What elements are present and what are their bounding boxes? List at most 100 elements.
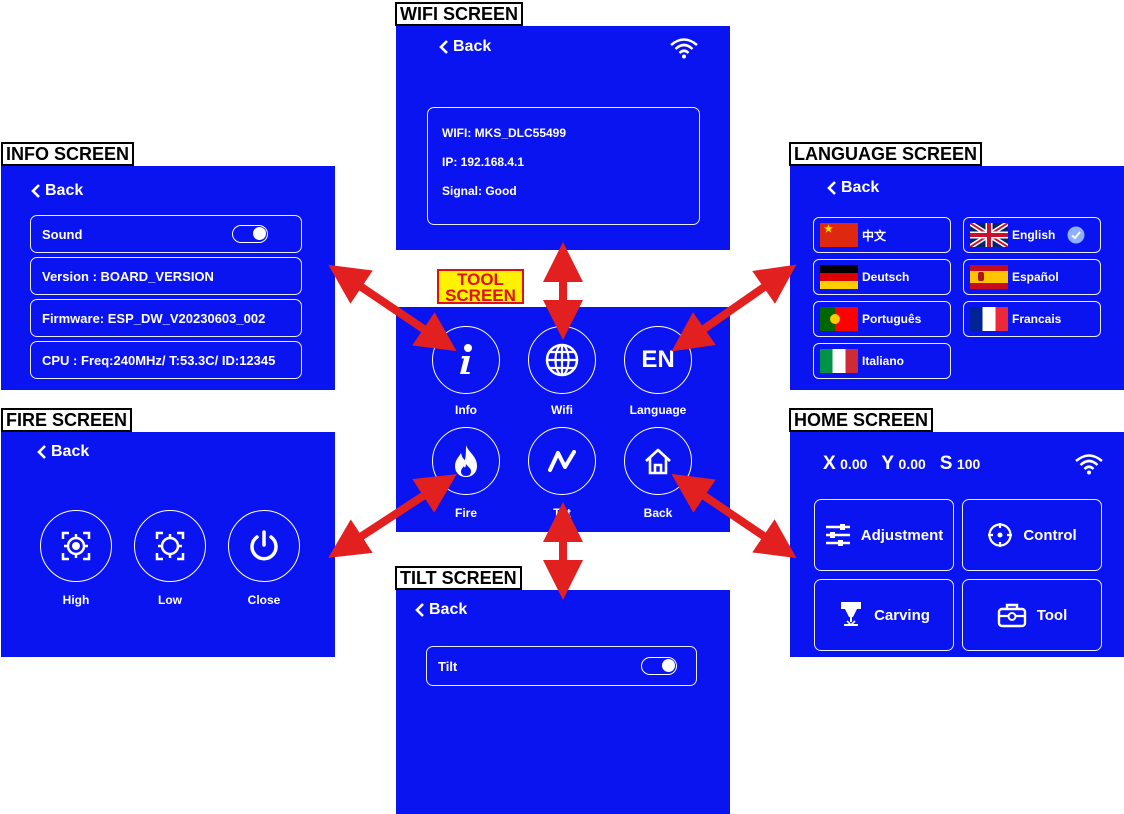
adjustment-button[interactable]: Adjustment xyxy=(814,499,954,571)
close-caption: Close xyxy=(247,593,281,607)
tilt-row: Tilt xyxy=(426,646,697,686)
tilt-screen: Back Tilt xyxy=(396,590,730,814)
china-flag-icon: ★ xyxy=(820,223,858,247)
wifi-info-box: WIFI: MKS_DLC55499 IP: 192.168.4.1 Signa… xyxy=(427,107,700,225)
cpu-text: CPU : Freq:240MHz/ T:53.3C/ ID:12345 xyxy=(42,352,276,368)
fire-button[interactable] xyxy=(432,427,500,495)
coordinates-readout: X 0.00 Y 0.00 S 100 xyxy=(823,453,980,475)
high-power-icon xyxy=(61,531,91,561)
firmware-row: Firmware: ESP_DW_V20230603_002 xyxy=(30,299,302,337)
wifi-screen-label: WIFI SCREEN xyxy=(395,2,524,26)
x-label: X xyxy=(823,453,836,474)
sliders-icon xyxy=(825,524,850,546)
arrow-to-language xyxy=(671,264,797,352)
low-button[interactable] xyxy=(134,510,206,582)
language-option-chinese[interactable]: ★ 中文 xyxy=(813,217,951,253)
back-button[interactable]: Back xyxy=(826,179,879,197)
germany-flag-icon xyxy=(820,265,858,289)
control-label: Control xyxy=(1023,526,1077,544)
wifi-signal: Signal: Good xyxy=(442,184,517,198)
home-screen: X 0.00 Y 0.00 S 100 Adjustment Control xyxy=(790,432,1124,657)
wifi-ssid: WIFI: MKS_DLC55499 xyxy=(442,126,567,140)
version-row: Version : BOARD_VERSION xyxy=(30,257,302,295)
portugal-flag-icon xyxy=(820,307,858,331)
language-screen-label: LANGUAGE SCREEN xyxy=(789,142,983,166)
back-button[interactable]: Back xyxy=(414,601,467,619)
language-label: Italiano xyxy=(862,354,905,368)
sound-label: Sound xyxy=(42,226,83,242)
tilt-toggle[interactable] xyxy=(641,657,677,675)
s-value: 100 xyxy=(956,456,981,472)
high-button[interactable] xyxy=(40,510,112,582)
language-caption: Language xyxy=(629,403,687,417)
high-caption: High xyxy=(62,593,90,607)
back-label: Back xyxy=(45,182,84,199)
back-label: Back xyxy=(841,179,880,196)
language-option-italiano[interactable]: Italiano xyxy=(813,343,951,379)
uk-flag-icon xyxy=(970,223,1008,247)
toolbox-icon xyxy=(997,603,1026,628)
fire-caption: Fire xyxy=(454,506,477,520)
power-icon xyxy=(250,530,278,561)
back-label: Back xyxy=(429,601,468,618)
globe-icon xyxy=(545,343,579,377)
flame-icon xyxy=(455,445,477,477)
home-screen-label: HOME SCREEN xyxy=(789,408,934,432)
carving-button[interactable]: Carving xyxy=(814,579,954,651)
wifi-ip: IP: 192.168.4.1 xyxy=(442,155,525,169)
language-option-espanol[interactable]: Español xyxy=(963,259,1101,295)
home-button[interactable] xyxy=(624,427,692,495)
wifi-icon xyxy=(670,38,698,59)
language-option-english[interactable]: English xyxy=(963,217,1101,253)
x-value: 0.00 xyxy=(840,456,868,472)
low-power-icon xyxy=(155,531,185,561)
tilt-icon xyxy=(548,450,576,472)
back-button[interactable]: Back xyxy=(438,38,491,56)
tool-button[interactable]: Tool xyxy=(962,579,1102,651)
control-button[interactable]: Control xyxy=(962,499,1102,571)
language-label: Deutsch xyxy=(862,270,910,284)
back-label: Back xyxy=(453,38,492,55)
language-option-portugues[interactable]: Português xyxy=(813,301,951,337)
france-flag-icon xyxy=(970,307,1008,331)
arrow-to-fire xyxy=(328,474,457,558)
y-value: 0.00 xyxy=(898,456,926,472)
tilt-button[interactable] xyxy=(528,427,596,495)
chevron-left-icon xyxy=(37,445,46,459)
spain-flag-icon xyxy=(970,265,1008,289)
x-coordinate: X 0.00 xyxy=(823,453,867,475)
laser-head-icon xyxy=(841,602,862,627)
info-button[interactable] xyxy=(432,326,500,394)
language-label: English xyxy=(1012,228,1056,242)
version-text: Version : BOARD_VERSION xyxy=(42,268,214,284)
language-label: Francais xyxy=(1012,312,1062,326)
sound-toggle[interactable] xyxy=(232,225,268,243)
cpu-row: CPU : Freq:240MHz/ T:53.3C/ ID:12345 xyxy=(30,341,302,379)
tool-label: Tool xyxy=(1036,606,1068,624)
y-label: Y xyxy=(881,453,895,474)
firmware-text: Firmware: ESP_DW_V20230603_002 xyxy=(42,310,266,326)
check-icon xyxy=(1067,226,1085,244)
arrow-to-info xyxy=(328,264,457,352)
s-label: S xyxy=(939,453,953,474)
fire-screen-label: FIRE SCREEN xyxy=(1,408,133,432)
italy-flag-icon xyxy=(820,349,858,373)
wifi-caption: Wifi xyxy=(551,403,573,417)
back-button[interactable]: Back xyxy=(30,182,83,200)
sound-row: Sound xyxy=(30,215,302,253)
wifi-screen: Back WIFI: MKS_DLC55499 IP: 192.168.4.1 … xyxy=(396,26,730,250)
language-button[interactable]: EN xyxy=(624,326,692,394)
language-option-deutsch[interactable]: Deutsch xyxy=(813,259,951,295)
wifi-icon xyxy=(1075,454,1103,475)
back-button[interactable]: Back xyxy=(36,443,89,461)
close-button[interactable] xyxy=(228,510,300,582)
language-label: Português xyxy=(862,312,922,326)
chevron-left-icon xyxy=(415,603,424,617)
tilt-label: Tilt xyxy=(438,658,458,674)
tilt-screen-label: TILT SCREEN xyxy=(395,566,522,590)
chevron-left-icon xyxy=(827,181,836,195)
language-option-francais[interactable]: Francais xyxy=(963,301,1101,337)
info-screen-label: INFO SCREEN xyxy=(1,142,135,166)
language-label: Español xyxy=(1012,270,1059,284)
